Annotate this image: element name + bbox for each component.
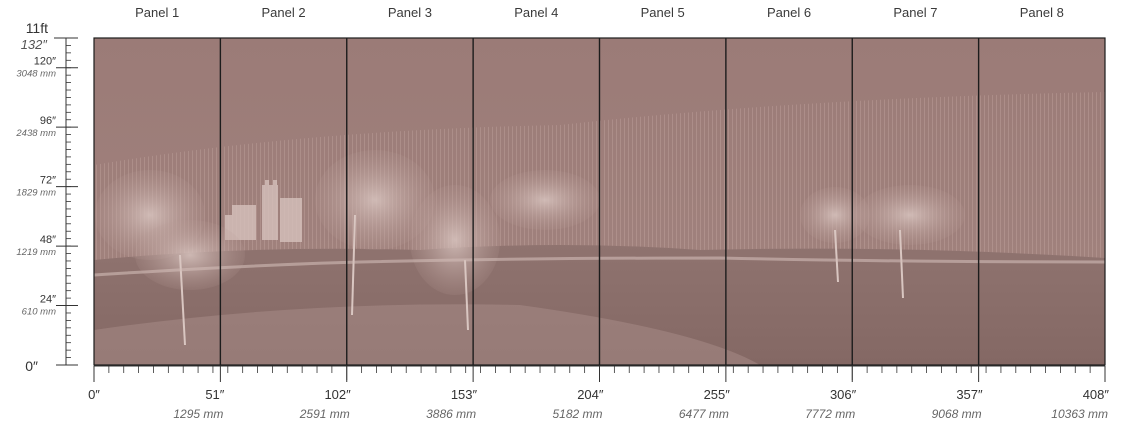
left-ruler-inch-label: 72″ xyxy=(40,175,56,187)
left-ruler-mm-label: 2438 mm xyxy=(15,128,56,139)
bottom-ruler-mm-label: 7772 mm xyxy=(805,407,855,421)
bottom-ruler-mm-label: 10363 mm xyxy=(1051,407,1108,421)
bottom-ruler-inch-label: 153″ xyxy=(451,387,478,402)
panel-label: Panel 5 xyxy=(641,5,685,20)
bottom-ruler-inch-label: 306″ xyxy=(830,387,857,402)
bottom-ruler: 0″ 51″ 1295 mm 102″ 2591 mm 153″ 3886 mm 204″ 51… xyxy=(88,365,1110,421)
left-ruler-inch-label: 120″ xyxy=(34,56,56,68)
left-ruler-mm-label: 1219 mm xyxy=(16,247,56,258)
bottom-ruler-mm-label: 1295 mm xyxy=(173,407,223,421)
mural-lawn-light xyxy=(94,304,760,365)
bottom-ruler-inch-label: 51″ xyxy=(205,387,224,402)
mural-castle xyxy=(225,180,302,242)
bottom-ruler-inch-label: 357″ xyxy=(956,387,983,402)
left-ruler-top-sub: 132″ xyxy=(21,37,48,52)
left-ruler-inch-label: 96″ xyxy=(40,115,56,127)
panel-label: Panel 7 xyxy=(893,5,937,20)
panel-label: Panel 4 xyxy=(514,5,558,20)
bottom-ruler-inch-label: 255″ xyxy=(704,387,731,402)
left-ruler-top-label: 11ft xyxy=(26,20,48,36)
left-ruler-mm-label: 1829 mm xyxy=(16,188,56,199)
bottom-ruler-mm-label: 5182 mm xyxy=(552,407,602,421)
left-ruler-inch-label: 0″ xyxy=(25,358,38,374)
bottom-ruler-mm-label: 9068 mm xyxy=(932,407,982,421)
panel-label: Panel 6 xyxy=(767,5,811,20)
left-ruler-mm-label: 610 mm xyxy=(22,307,56,318)
bottom-ruler-inch-label: 408″ xyxy=(1083,387,1110,402)
bottom-ruler-mm-label: 2591 mm xyxy=(299,407,350,421)
panel-label: Panel 8 xyxy=(1020,5,1064,20)
bottom-ruler-mm-label: 6477 mm xyxy=(679,407,729,421)
panel-label: Panel 2 xyxy=(262,5,306,20)
left-ruler-inch-label: 24″ xyxy=(40,294,56,306)
mural-border xyxy=(93,37,1106,366)
panel-dividers xyxy=(93,37,1106,366)
bottom-ruler-inch-label: 102″ xyxy=(324,387,351,402)
bottom-ruler-inch-label: 204″ xyxy=(577,387,604,402)
bottom-ruler-mm-label: 3886 mm xyxy=(426,407,476,421)
mural-path xyxy=(94,256,1105,277)
bottom-ruler-inch-label: 0″ xyxy=(88,387,100,402)
panel-label: Panel 1 xyxy=(135,5,179,20)
left-ruler-mm-label: 3048 mm xyxy=(16,69,56,80)
panel-labels: Panel 1 Panel 2 Panel 3 Panel 4 Panel 5 Panel… xyxy=(135,5,1064,20)
left-ruler-inch-label: 48″ xyxy=(40,234,56,246)
panel-label: Panel 3 xyxy=(388,5,432,20)
